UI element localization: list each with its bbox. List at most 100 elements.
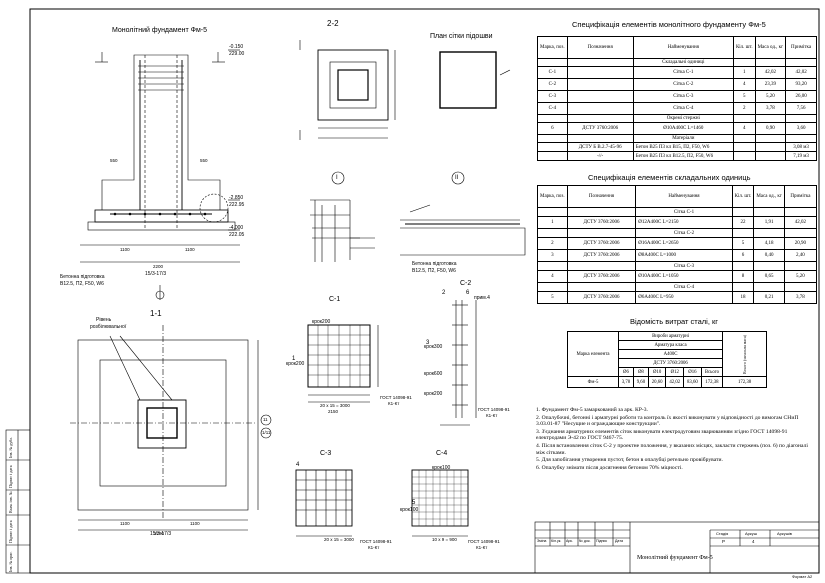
stat-col: Ø16 — [683, 367, 702, 377]
spec2-group-1: Сітка С-1 — [635, 207, 733, 217]
spec1-group-2: Окремі стержні — [632, 114, 734, 123]
stat-h3: А400С — [617, 349, 724, 359]
grid-c4 — [411, 469, 469, 537]
stamp-col-doc: № док. — [579, 539, 591, 543]
spec2-h-note: Примітка — [783, 185, 818, 208]
label-rivek: Рівень — [96, 317, 112, 323]
label-beton1b: В12.5, П2, F50, W6 — [60, 281, 104, 287]
spec1-title: Специфікація елементів монолітного фунда… — [572, 20, 766, 29]
title-c4: С-4 — [436, 450, 448, 457]
spec1-group-1: Складальні одиниці — [632, 58, 734, 67]
foundation-section — [80, 49, 240, 300]
plan-sole-grid — [439, 51, 511, 109]
title-c3: С-3 — [320, 450, 332, 457]
note-4: 4. Після встановлення сіток С-2 у проект… — [536, 442, 808, 456]
stamp-sheet: Аркуш — [745, 531, 757, 536]
stat-title: Відомість витрат сталі, кг — [630, 317, 719, 326]
grid-c2 — [440, 300, 477, 426]
notes: 1. Фундамент Фм-5 замаркований за арк. К… — [536, 407, 814, 472]
dim-1100b: 1100 — [185, 247, 195, 252]
stamp-col-zmina: Зміна — [537, 539, 547, 543]
note-6: 6. Опалубку знімати після досягнення бет… — [536, 464, 683, 471]
spec2-h-name: Найменування — [635, 185, 733, 208]
stat-h1: Вироби арматурні — [617, 331, 724, 341]
pos-5: 5 — [412, 500, 416, 506]
level-3b: 222.05 — [229, 232, 245, 238]
gost-3: ГОСТ 14098-91 — [360, 539, 392, 544]
node-1 — [310, 171, 375, 262]
gost-1: ГОСТ 14098-91 — [380, 395, 412, 400]
spec1-h-marka: Марка, поз. — [537, 36, 568, 59]
spec2-h-mass: Маса од., кг — [753, 185, 785, 208]
pos-1: 1 — [292, 356, 296, 362]
spec2-h-qty: Кіл. шт. — [731, 185, 755, 208]
title-sec22: 2-2 — [327, 19, 339, 28]
side-label-2: Підпис і дата — [8, 520, 13, 543]
dim-550b: 550 — [200, 158, 208, 163]
label-node2: II — [455, 175, 459, 181]
krok100-b: крок100 — [400, 507, 419, 513]
axis-2: 1/11 — [262, 430, 271, 435]
spec2-group-3: Сітка С-3 — [635, 261, 733, 271]
stamp-format: Формат А2 — [792, 574, 813, 579]
krok200-a: крок200 — [312, 319, 331, 325]
spec1-group-3: Матеріали — [632, 134, 734, 143]
grid-c3 — [295, 469, 353, 537]
spec1-h-note: Примітка — [785, 36, 817, 59]
stamp-stage-value: Р — [722, 539, 726, 544]
spec2-group-4: Сітка С-4 — [635, 282, 733, 292]
level-2: -2.850 — [229, 195, 244, 201]
level-1b: 229.00 — [229, 51, 245, 57]
note-5: 5. Для запобігання утворення пустот, бет… — [536, 457, 723, 464]
c3-dim: 20 x 15 = 3000 — [324, 537, 354, 542]
krok300: крок300 — [424, 344, 443, 350]
spec1-h-mass: Маса од., кг — [754, 36, 787, 59]
label-rivek2: розбілювальної — [90, 324, 127, 330]
axis-1: 11 — [263, 417, 268, 422]
stat-marka: Марка елемента — [567, 331, 619, 377]
title-sec11: 1-1 — [150, 309, 162, 318]
stamp-stage: Стадія — [716, 531, 729, 536]
prim4: прим.4 — [474, 295, 490, 301]
dim-550a: 550 — [110, 158, 118, 163]
note-3: 3. З'єднання арматурних елементів сіток … — [536, 428, 788, 442]
stat-col: Ø6 — [618, 367, 634, 377]
pos-4: 4 — [296, 462, 300, 468]
side-label-3: Взам. інв. № — [8, 491, 13, 513]
pos-2: 2 — [442, 290, 446, 296]
dim-1100a: 1100 — [120, 247, 130, 252]
spec1-h-name: Найменування — [632, 36, 734, 59]
dim-1100c: 1100 — [120, 521, 130, 526]
gost-2: ГОСТ 14098-91 — [478, 407, 510, 412]
title-c1: С-1 — [329, 296, 341, 303]
label-beton2b: В12.5, П2, F50, W6 — [412, 268, 456, 274]
ref-1: 15/3-17/3 — [145, 271, 167, 277]
spec2-table: Марка, поз. Позначення Найменування Кіл.… — [537, 185, 818, 304]
stamp-col-kilk: Кіл.ук. — [551, 539, 562, 543]
side-label-1: Інв. № ориг. — [8, 551, 13, 572]
c1-w: 2150 — [328, 409, 339, 414]
krok200-b: крок200 — [286, 361, 305, 367]
grid-c1 — [307, 324, 379, 403]
level-1: -0.150 — [229, 44, 244, 50]
spec2-title: Специфікація елементів складальних одини… — [588, 173, 751, 182]
stamp-name: Монолітний фундамент Фм-5 — [637, 555, 713, 561]
gost-1b: К1-Кт — [388, 401, 400, 406]
dim-2200b: 2200 — [154, 531, 165, 536]
pos-3: 3 — [426, 340, 430, 346]
label-beton2: Бетонна підготовка — [412, 261, 457, 267]
stamp-col-sign: Підпис — [596, 539, 608, 543]
title-c2: С-2 — [460, 280, 472, 287]
